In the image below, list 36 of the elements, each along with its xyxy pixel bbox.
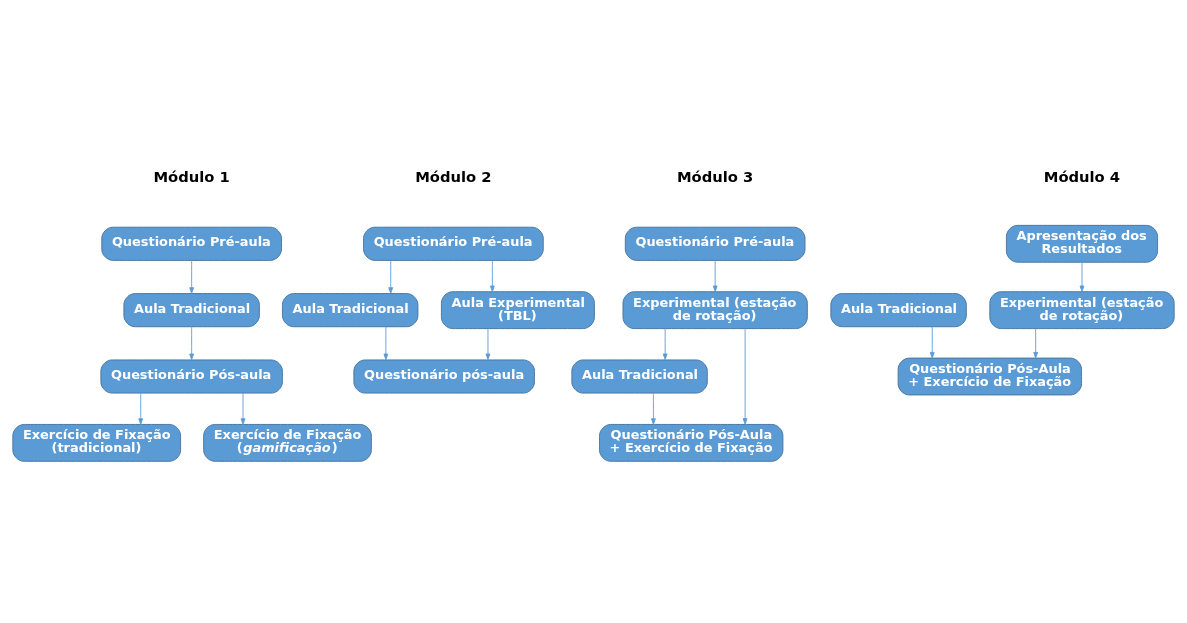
node-box: Exercício de Fixação (gamificação) [203, 423, 372, 462]
arrow [489, 259, 495, 292]
node-box: Questionário Pré-aula [363, 226, 544, 261]
node-box: Aula Tradicional [123, 292, 260, 327]
node-box: Experimental (estação de rotação) [989, 290, 1175, 329]
arrow [189, 259, 195, 294]
node-box: Questionário Pós-aula [100, 358, 283, 394]
arrow [662, 327, 668, 360]
node-box: Aula Tradicional [830, 292, 967, 327]
arrow [651, 392, 656, 425]
node-box: Questionário Pré-aula [101, 226, 282, 261]
label: Módulo 2 [415, 167, 492, 185]
arrow [240, 392, 246, 425]
arrow [485, 327, 491, 360]
arrow [138, 392, 144, 425]
arrow [1079, 261, 1085, 292]
label: Módulo 4 [1043, 167, 1121, 185]
arrow [388, 259, 394, 294]
node-box: Questionário Pós-Aula + Exercício de Fixação [599, 423, 784, 462]
node-box: Questionário Pós-Aula + Exercício de Fixação [897, 357, 1082, 395]
arrow [742, 327, 748, 425]
node-box: Apresentação dos Resultados [1005, 224, 1159, 263]
node-box: Exercício de Fixação (tradicional) [12, 423, 182, 462]
arrow [929, 325, 935, 358]
node-box: Questionário Pré-aula [624, 226, 806, 261]
arrow [1033, 327, 1039, 358]
node-box: Aula Experimental (TBL) [440, 290, 595, 329]
label: Módulo 1 [153, 167, 230, 185]
arrow [189, 325, 195, 360]
node-box: Aula Tradicional [571, 358, 708, 394]
node-box: Aula Tradicional [281, 292, 419, 327]
arrow [712, 259, 718, 292]
arrow [383, 325, 389, 360]
node-box: Experimental (estação de rotação) [622, 290, 808, 329]
node-box: Questionário pós-aula [353, 358, 535, 394]
label: Módulo 3 [676, 167, 754, 185]
